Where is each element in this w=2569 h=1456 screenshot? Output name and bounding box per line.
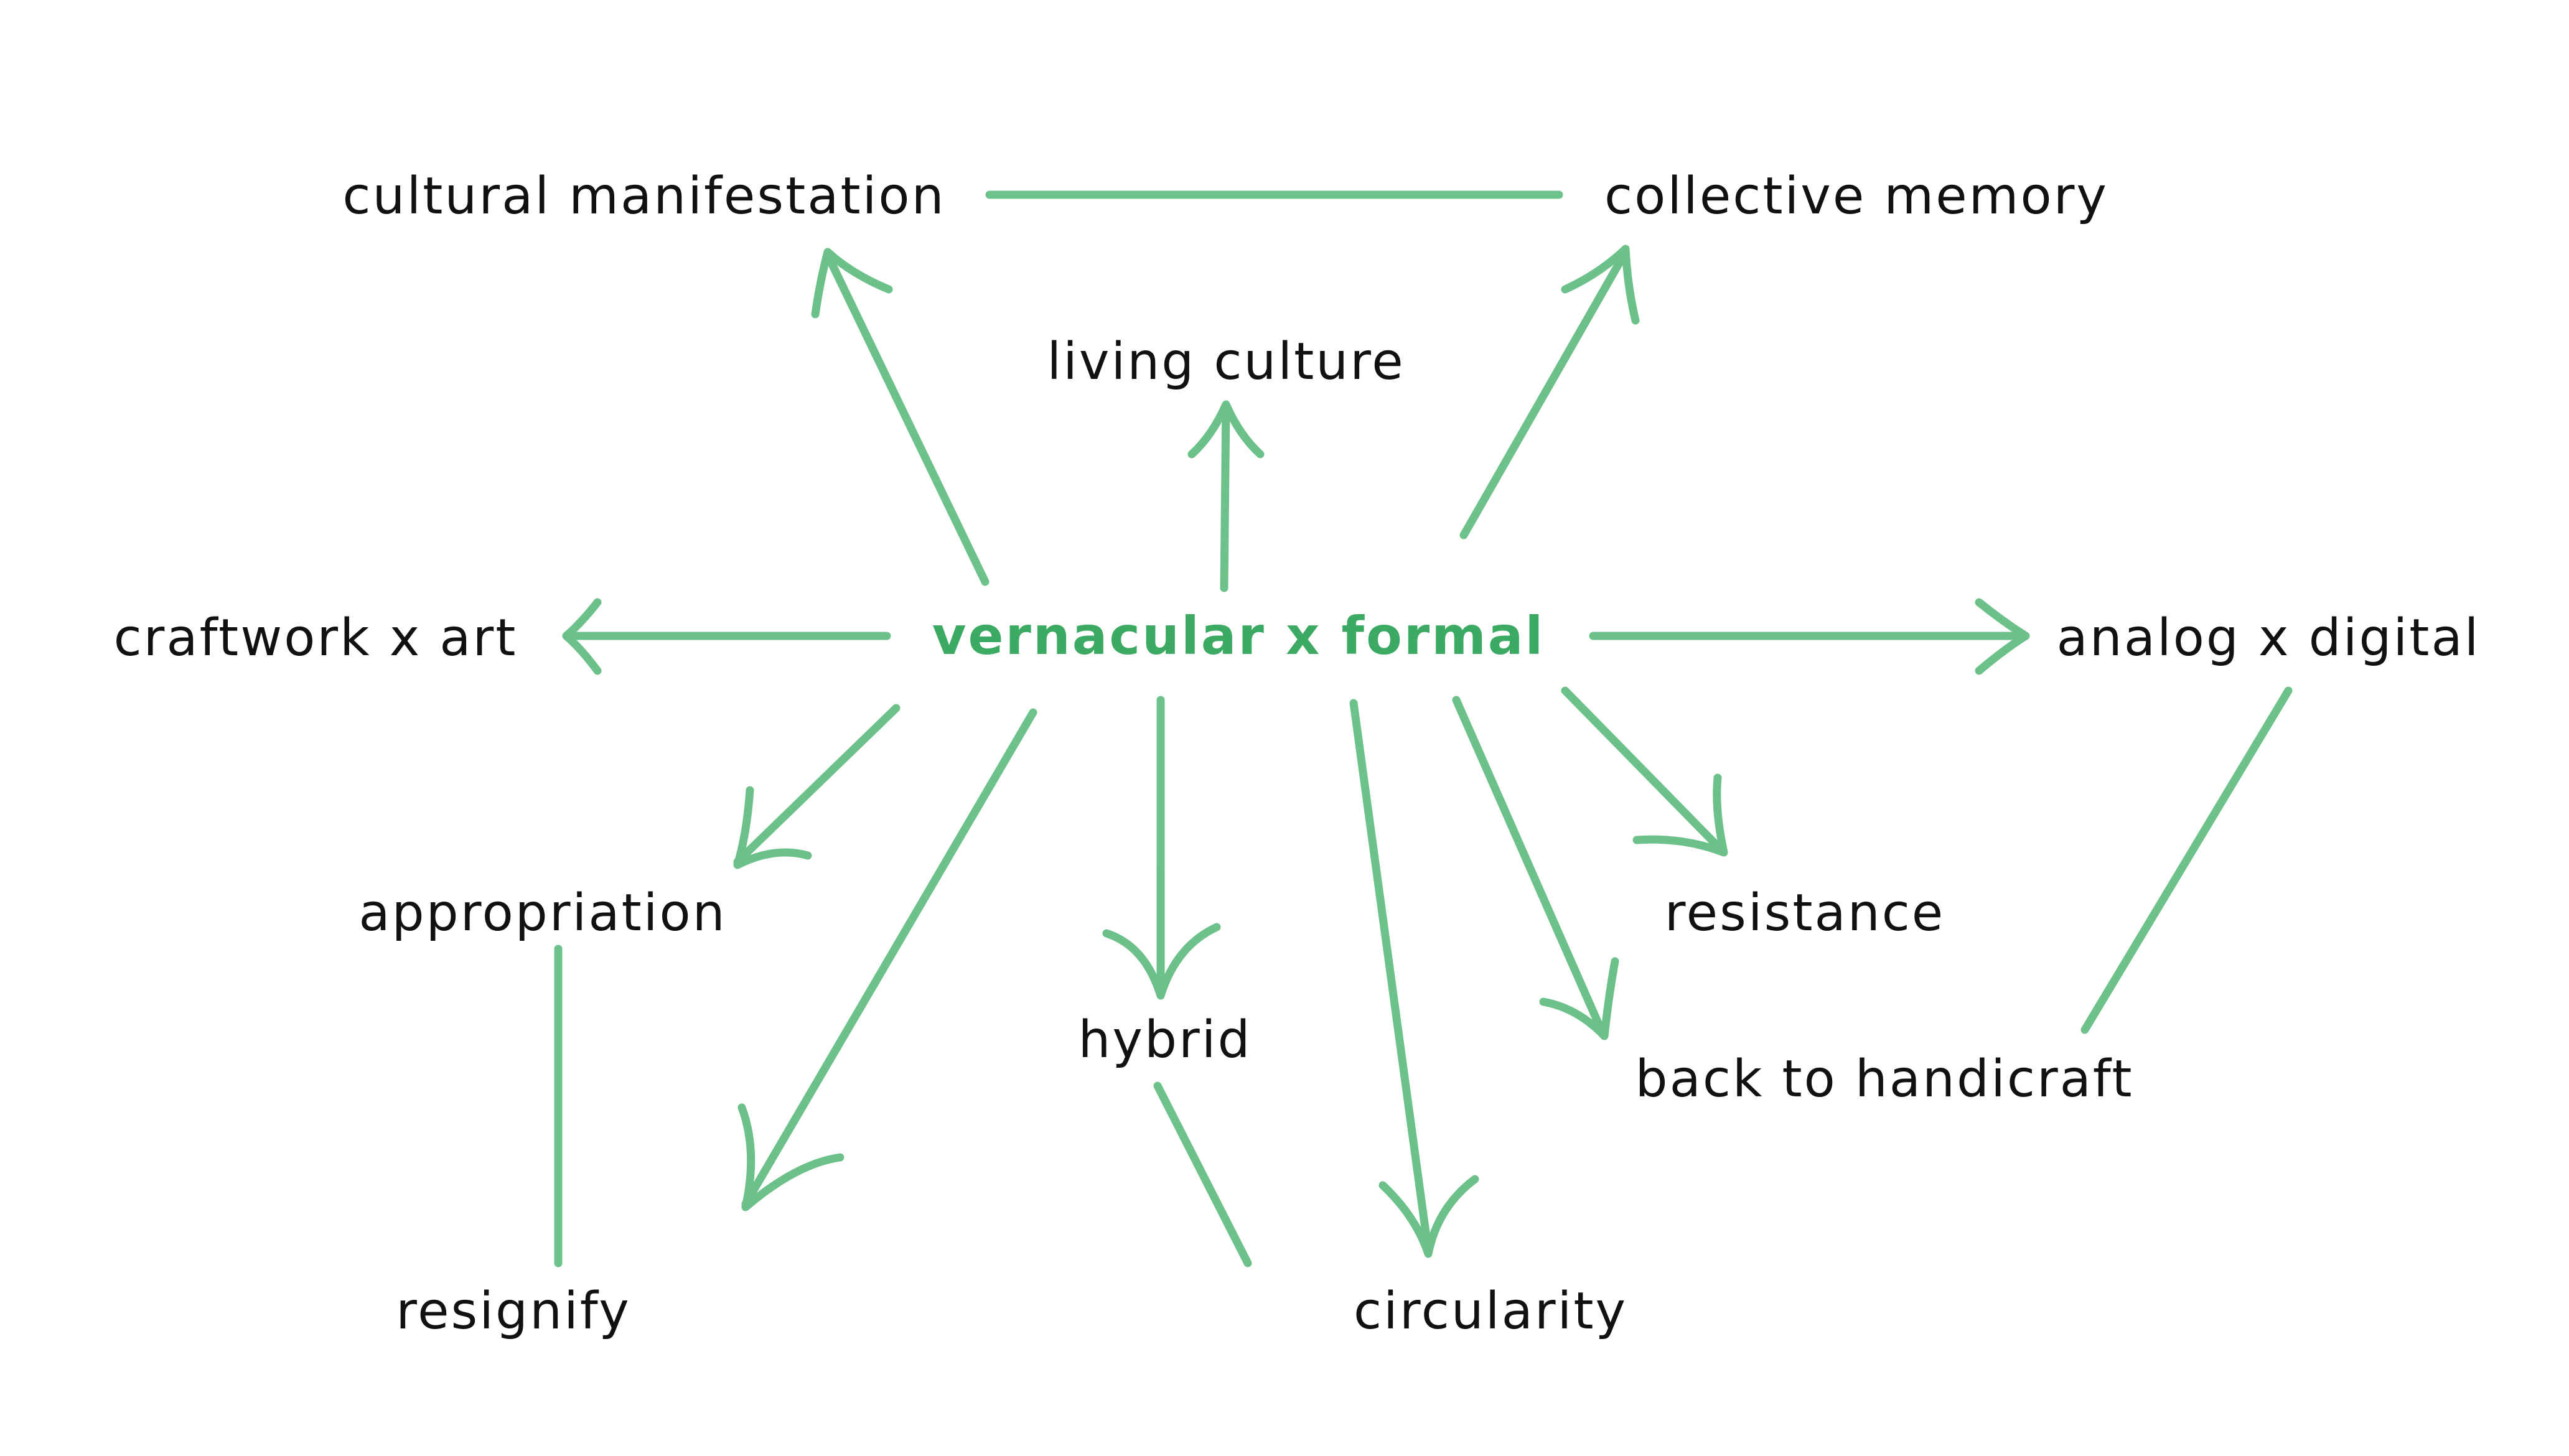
node-resignify: resignify	[396, 1282, 631, 1341]
edge-to-craftwork-art	[562, 598, 891, 675]
node-living-culture: living culture	[1047, 332, 1405, 391]
node-cultural-manifestation: cultural manifestation	[342, 167, 946, 226]
edge-to-resistance	[1561, 686, 1728, 857]
center-node: vernacular x formal	[932, 605, 1545, 666]
node-back-to-handicraft: back to handicraft	[1635, 1050, 2134, 1109]
edge-to-circularity	[1349, 699, 1479, 1258]
node-analog-digital: analog x digital	[2056, 609, 2481, 668]
edge-to-living-culture	[1187, 400, 1265, 592]
node-appropriation: appropriation	[358, 884, 727, 943]
node-collective-memory: collective memory	[1604, 167, 2108, 226]
edge-to-appropriation	[733, 704, 901, 869]
edge-to-hybrid	[1102, 696, 1221, 1000]
node-circularity: circularity	[1353, 1282, 1628, 1341]
edge-hybrid-circularity	[1153, 1081, 1252, 1267]
edge-to-resignify	[737, 708, 1037, 1211]
node-resistance: resistance	[1664, 884, 1945, 943]
node-craftwork-art: craftwork x art	[113, 609, 518, 668]
edge-analog-digital-back-to-handicraft	[2080, 686, 2293, 1034]
edge-to-cultural-manifestation	[811, 248, 990, 586]
edge-to-analog-digital	[1589, 598, 2030, 675]
node-hybrid: hybrid	[1078, 1010, 1252, 1070]
edge-to-back-to-handicraft	[1452, 696, 1619, 1040]
edge-to-collective-memory	[1459, 245, 1640, 539]
